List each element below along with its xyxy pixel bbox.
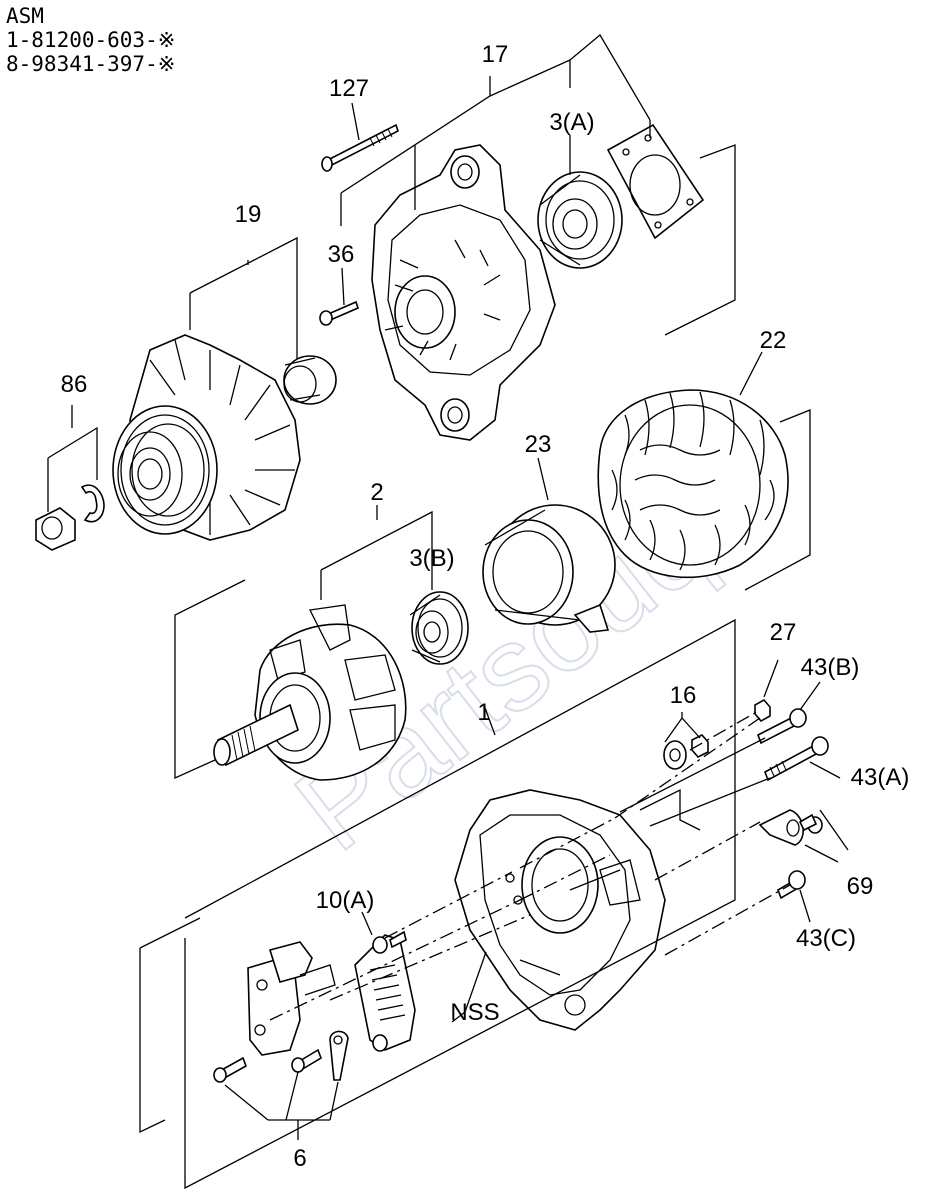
part-6-terminal[interactable] (329, 1030, 349, 1081)
part-10a-rectifier[interactable] (354, 930, 416, 1052)
part-86-nut[interactable] (35, 507, 76, 551)
callout-6: 6 (293, 1145, 306, 1172)
callout-3a: 3(A) (549, 109, 594, 136)
part-16-nut[interactable] (691, 734, 709, 758)
callout-19: 19 (235, 201, 262, 228)
part-number-1: 1-81200-603-※ (6, 28, 176, 52)
callout-1: 1 (477, 699, 490, 726)
part-6-regulator[interactable] (247, 941, 336, 1056)
callout-43c: 43(C) (796, 925, 856, 952)
part-23-bearing-cover[interactable] (482, 504, 616, 633)
part-16-washer[interactable] (663, 740, 687, 770)
part-69-clamp[interactable] (758, 809, 804, 846)
part-19-collar[interactable] (283, 355, 337, 405)
part-27-nut[interactable] (754, 698, 771, 723)
part-43c-bolt[interactable] (777, 870, 806, 900)
part-retainer-plate[interactable] (606, 123, 705, 240)
part-36-screw[interactable] (319, 300, 359, 326)
callout-43a: 43(A) (851, 764, 910, 791)
callout-17: 17 (482, 41, 509, 68)
part-19-pulley-fan[interactable] (112, 334, 301, 541)
callout-nss: NSS (450, 999, 499, 1026)
part-22-stator[interactable] (597, 389, 789, 579)
callout-10a: 10(A) (316, 887, 375, 914)
callout-3b: 3(B) (409, 545, 454, 572)
callout-69: 69 (847, 873, 874, 900)
callout-2: 2 (370, 479, 383, 506)
part-43a-bolt[interactable] (764, 736, 829, 782)
part-69-bolt[interactable] (798, 813, 823, 834)
callout-22: 22 (760, 327, 787, 354)
part-86-washer[interactable] (80, 484, 105, 523)
part-3b-bearing[interactable] (409, 591, 469, 665)
callout-43b: 43(B) (801, 654, 860, 681)
callout-127: 127 (329, 75, 369, 102)
assembly-label: ASM (6, 4, 44, 28)
callout-16: 16 (670, 682, 697, 709)
part-6-bolt-1[interactable] (213, 1056, 247, 1083)
callout-36: 36 (328, 241, 355, 268)
callout-86: 86 (61, 371, 88, 398)
part-17-front-housing[interactable] (371, 144, 556, 441)
callout-23: 23 (525, 431, 552, 458)
part-3a-bearing[interactable] (537, 171, 623, 269)
part-1-rear-housing[interactable] (454, 789, 666, 1031)
callout-27: 27 (770, 619, 797, 646)
part-6-bolt-2[interactable] (291, 1048, 322, 1073)
part-number-2: 8-98341-397-※ (6, 52, 176, 76)
part-2-rotor[interactable] (213, 604, 407, 781)
part-127-bolt[interactable] (321, 123, 399, 172)
